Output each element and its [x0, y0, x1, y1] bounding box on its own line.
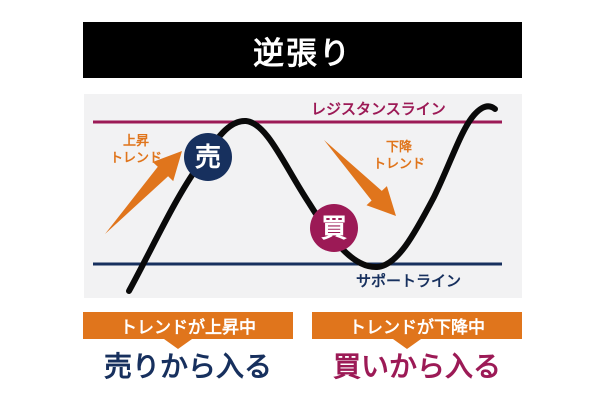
downtrend-label-line1: 下降 — [385, 139, 412, 154]
title-banner: 逆張り — [83, 22, 522, 78]
downtrend-action-text: 買いから入る — [332, 351, 501, 382]
downtrend-label: 下降 トレンド — [361, 139, 437, 173]
downtrend-pointer-icon — [393, 339, 421, 349]
uptrend-action-text: 売りから入る — [103, 351, 272, 382]
downtrend-condition-text: トレンドが下降中 — [349, 318, 485, 337]
page-title: 逆張り — [253, 35, 352, 71]
uptrend-condition-banner: トレンドが上昇中 — [83, 312, 293, 339]
downtrend-label-line2: トレンド — [372, 155, 425, 171]
buy-marker-label: 買 — [321, 213, 347, 243]
uptrend-pointer-icon — [164, 339, 192, 349]
uptrend-label: 上昇 トレンド — [98, 133, 174, 167]
uptrend-label-line2: トレンド — [109, 149, 162, 165]
uptrend-condition-text: トレンドが上昇中 — [120, 318, 256, 337]
price-chart: 売 買 レジスタンスライン サポートライン 上昇 トレンド 下降 トレンド — [84, 94, 522, 298]
support-line-label: サポートライン — [356, 273, 462, 290]
downtrend-condition-banner: トレンドが下降中 — [312, 312, 522, 339]
uptrend-arrow-icon — [105, 151, 182, 234]
resistance-line-label: レジスタンスライン — [311, 101, 446, 118]
buy-marker-circle — [310, 204, 358, 252]
downtrend-arrow-icon — [324, 140, 396, 216]
sell-marker-circle — [184, 133, 232, 181]
sell-marker-label: 売 — [195, 142, 221, 172]
uptrend-label-line1: 上昇 — [122, 133, 149, 148]
chart-canvas: 売 買 — [93, 103, 502, 294]
